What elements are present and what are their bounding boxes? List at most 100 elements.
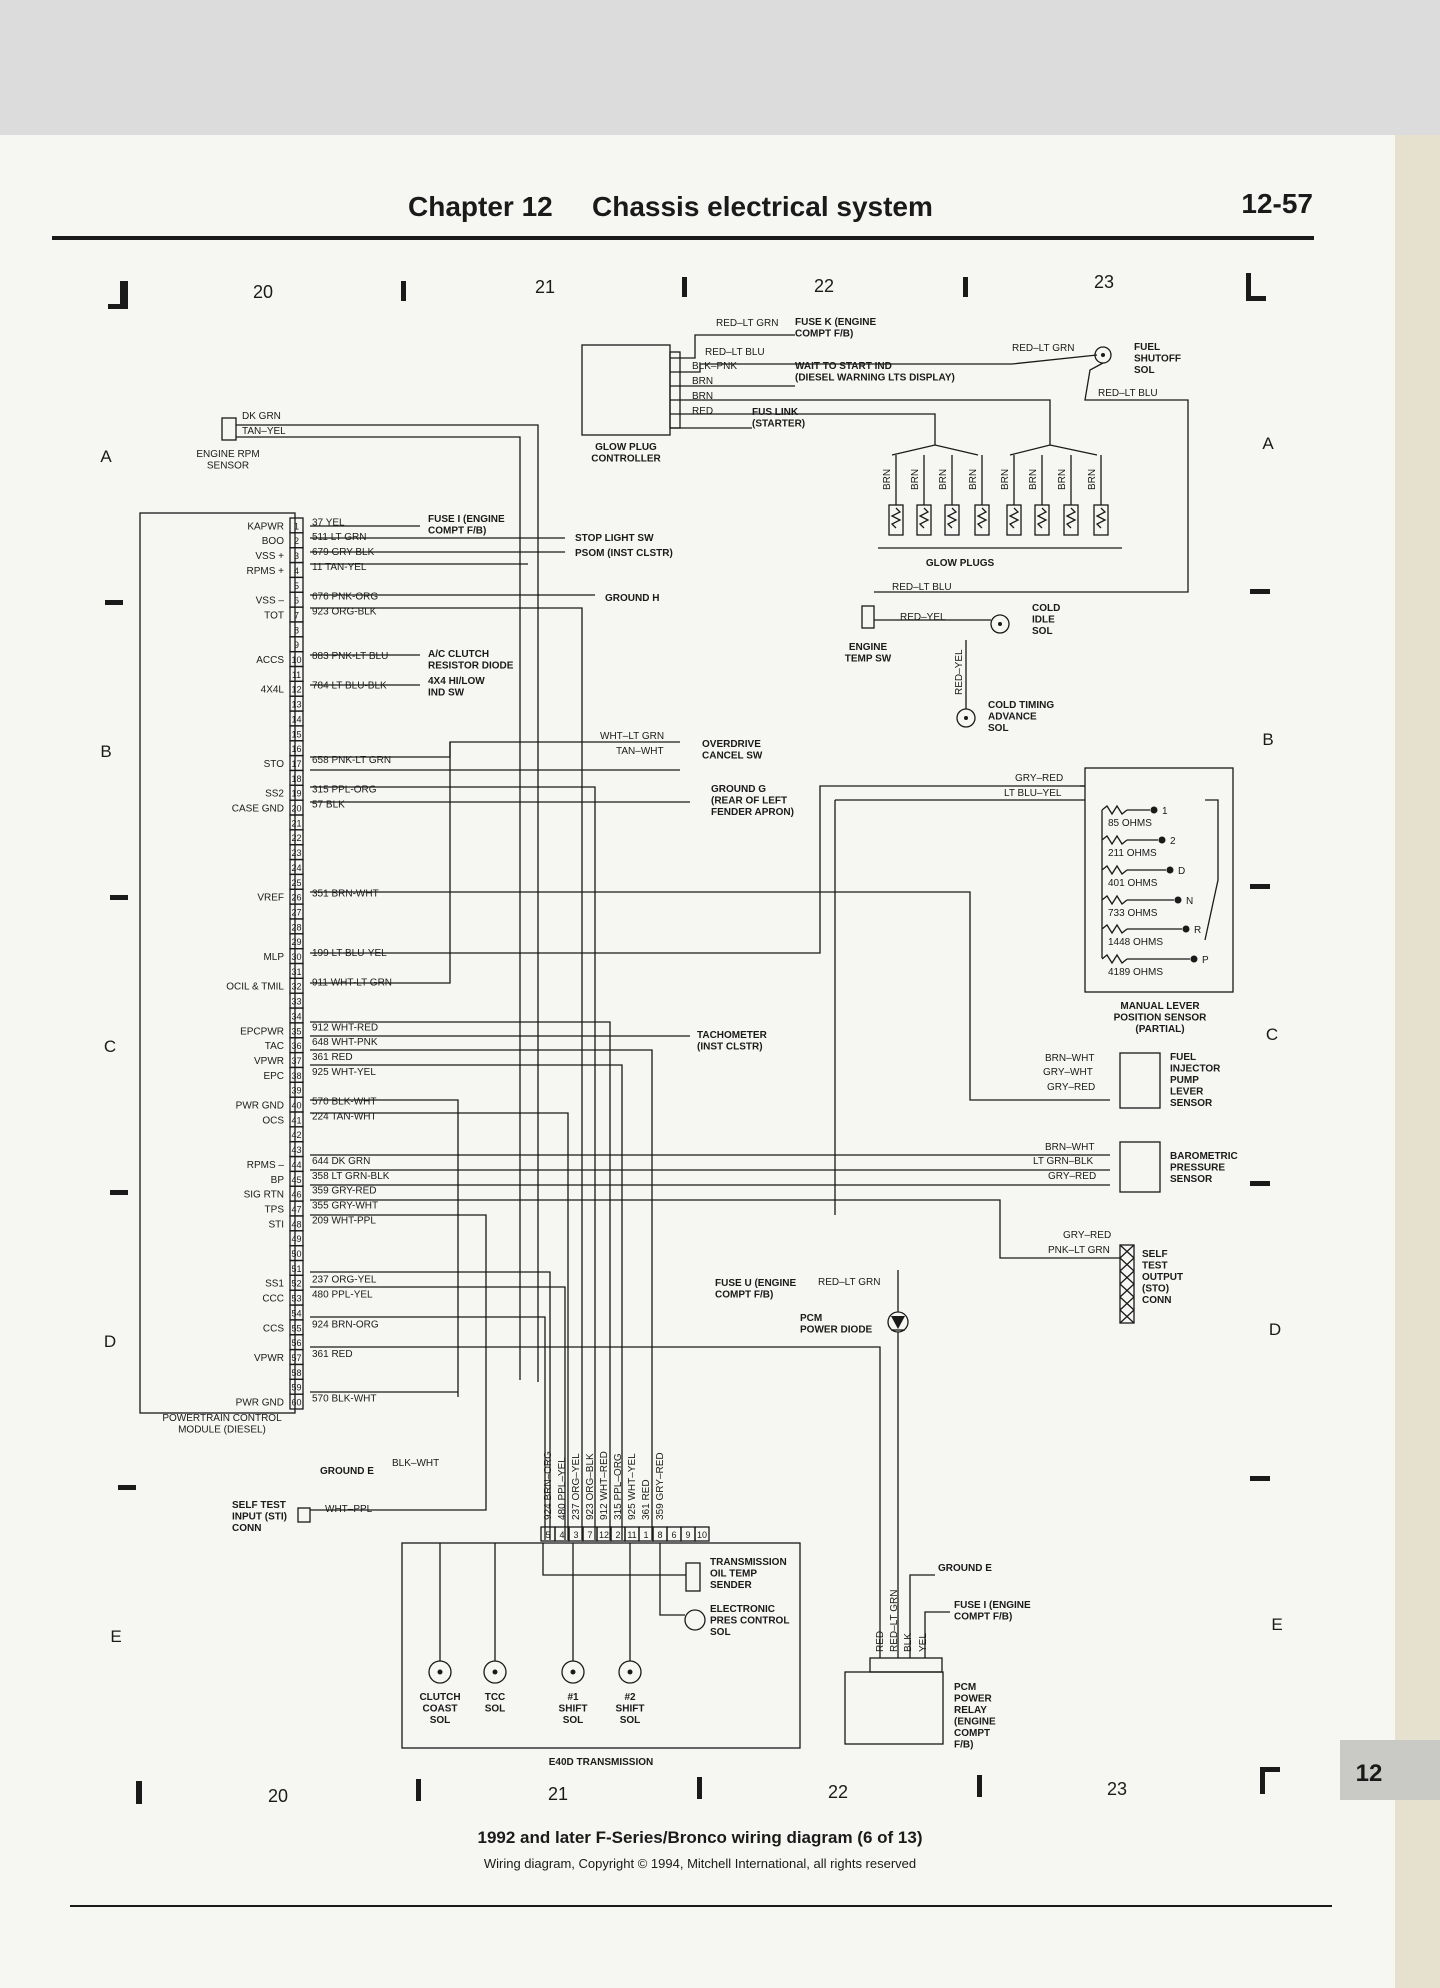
glow-plug xyxy=(1006,504,1022,536)
glow-plug-wire-label: BRN xyxy=(882,469,893,490)
mlp-resistor xyxy=(1101,864,1128,876)
pcm-pin-number: 9 xyxy=(294,640,299,650)
engine-temp-wire-3: RED–YEL xyxy=(954,649,965,695)
pcm-wire-label: 648 WHT-PNK xyxy=(312,1037,378,1048)
pcm-wire-label: 924 BRN-ORG xyxy=(312,1319,379,1330)
mlp-resistor-label: 211 OHMS xyxy=(1108,848,1157,859)
pcm-pin-number: 28 xyxy=(291,922,301,932)
pcm-pin-number: 24 xyxy=(291,863,301,873)
pcm-wire-label: 912 WHT-RED xyxy=(312,1022,378,1033)
pcm-wire-label: 315 PPL-ORG xyxy=(312,785,377,796)
pcm-pin-column: 1234567891011121314151617181920212223242… xyxy=(289,517,304,1410)
wait-to-start-label: WAIT TO START IND(DIESEL WARNING LTS DIS… xyxy=(795,361,955,384)
glow-plug-element xyxy=(946,507,958,529)
page-paper xyxy=(0,135,1410,1988)
pcm-pin-label: KAPWR xyxy=(247,521,284,532)
transmission-label: E40D TRANSMISSION xyxy=(549,1757,653,1768)
relay-wire-3: BLK xyxy=(903,1633,914,1652)
trans-solenoid-core xyxy=(492,1669,498,1675)
trans-pin-cell xyxy=(694,1526,710,1542)
pcm-pin-number: 30 xyxy=(291,952,301,962)
row-label-a-right: A xyxy=(1262,434,1274,453)
page-edge xyxy=(1395,135,1440,1988)
trans-wire-label: 925 WHT–YEL xyxy=(627,1453,638,1520)
row-label-c-right: C xyxy=(1266,1025,1278,1044)
pcm-pin-number: 56 xyxy=(291,1338,301,1348)
column-label-21: 21 xyxy=(535,277,555,297)
trans-wire-label: 923 ORG–BLK xyxy=(585,1453,596,1520)
fuel-shutoff-wire-1: RED–LT GRN xyxy=(1012,343,1074,354)
pcm-pin-label: RPMS – xyxy=(247,1160,285,1171)
trans-wire-label: 924 BRN–ORG xyxy=(543,1451,554,1520)
mlp-resistor-label: 401 OHMS xyxy=(1108,878,1158,889)
pcm-pin-number: 11 xyxy=(292,670,301,680)
trans-wire-label: 359 GRY–RED xyxy=(655,1452,666,1520)
pcm-pin-number: 35 xyxy=(291,1026,301,1036)
pcm-pin-label: BOO xyxy=(262,536,284,547)
trans-wire-label: 361 RED xyxy=(641,1479,652,1520)
gpc-wire-3: BLK–PNK xyxy=(692,361,737,372)
pcm-pin-number: 17 xyxy=(291,759,301,769)
engine-temp-wire-2: RED–YEL xyxy=(900,612,946,623)
pcm-pin-number: 47 xyxy=(291,1204,301,1214)
row-label-b-left: B xyxy=(100,742,111,761)
trans-wire-label: 237 ORG–YEL xyxy=(571,1453,582,1520)
trans-pin-number: 10 xyxy=(697,1530,707,1540)
fuel-injector-wire-2: GRY–WHT xyxy=(1043,1067,1093,1078)
mlp-ladder xyxy=(1101,799,1219,958)
pcm-wire-label: 883 PNK-LT BLU xyxy=(312,651,388,662)
pcm-pin-label: MLP xyxy=(263,952,284,963)
row-label-c-left: C xyxy=(104,1037,116,1056)
pcm-pin-label: VPWR xyxy=(254,1056,284,1067)
pcm-wire-label: 644 DK GRN xyxy=(312,1156,370,1167)
pcm-pin-number: 37 xyxy=(291,1056,301,1066)
mlp-contact xyxy=(1166,866,1174,874)
pcm-pin-number: 45 xyxy=(291,1175,301,1185)
gpc-wire-2: RED–LT BLU xyxy=(705,347,765,358)
pcm-pin-number: 58 xyxy=(291,1368,301,1378)
trans-solenoid-core xyxy=(570,1669,576,1675)
glow-plug xyxy=(974,504,990,536)
trans-pin-number: 2 xyxy=(615,1530,620,1540)
pcm-pin-number: 60 xyxy=(291,1398,301,1408)
footer-rule xyxy=(70,1905,1332,1907)
trans-pin-number: 8 xyxy=(657,1530,662,1540)
column-label-20-bottom: 20 xyxy=(268,1786,288,1806)
psom-label: PSOM (INST CLSTR) xyxy=(575,548,673,559)
trans-wire-label: 480 PPL–YEL xyxy=(557,1457,568,1520)
pcm-pin-label: TOT xyxy=(264,610,284,621)
trans-wire-label: 315 PPL–ORG xyxy=(613,1453,624,1520)
rpm-wire-2: TAN–YEL xyxy=(242,426,286,437)
baro-wire-2: LT GRN–BLK xyxy=(1033,1156,1094,1167)
pcm-pin-number: 22 xyxy=(291,833,301,843)
mlp-contact xyxy=(1182,925,1190,933)
glow-plug-element xyxy=(1065,507,1077,529)
trans-pin-number: 4 xyxy=(559,1530,564,1540)
column-label-22-bottom: 22 xyxy=(828,1782,848,1802)
pcm-pin-label: SIG RTN xyxy=(244,1190,284,1201)
row-label-e-right: E xyxy=(1271,1615,1282,1634)
pcm-wire-label: 358 LT GRN-BLK xyxy=(312,1171,390,1182)
pcm-pin-label: PWR GND xyxy=(236,1398,284,1409)
mlp-contact xyxy=(1190,955,1198,963)
pcm-pin-label: TPS xyxy=(265,1204,285,1215)
pcm-pin-label: CCC xyxy=(262,1294,284,1305)
pcm-pin-number: 27 xyxy=(291,907,301,917)
pcm-pin-number: 48 xyxy=(291,1219,301,1229)
mlp-wire-1: GRY–RED xyxy=(1015,773,1063,784)
fuel-injector-wire-1: BRN–WHT xyxy=(1045,1053,1094,1064)
glow-plug xyxy=(1093,504,1109,536)
